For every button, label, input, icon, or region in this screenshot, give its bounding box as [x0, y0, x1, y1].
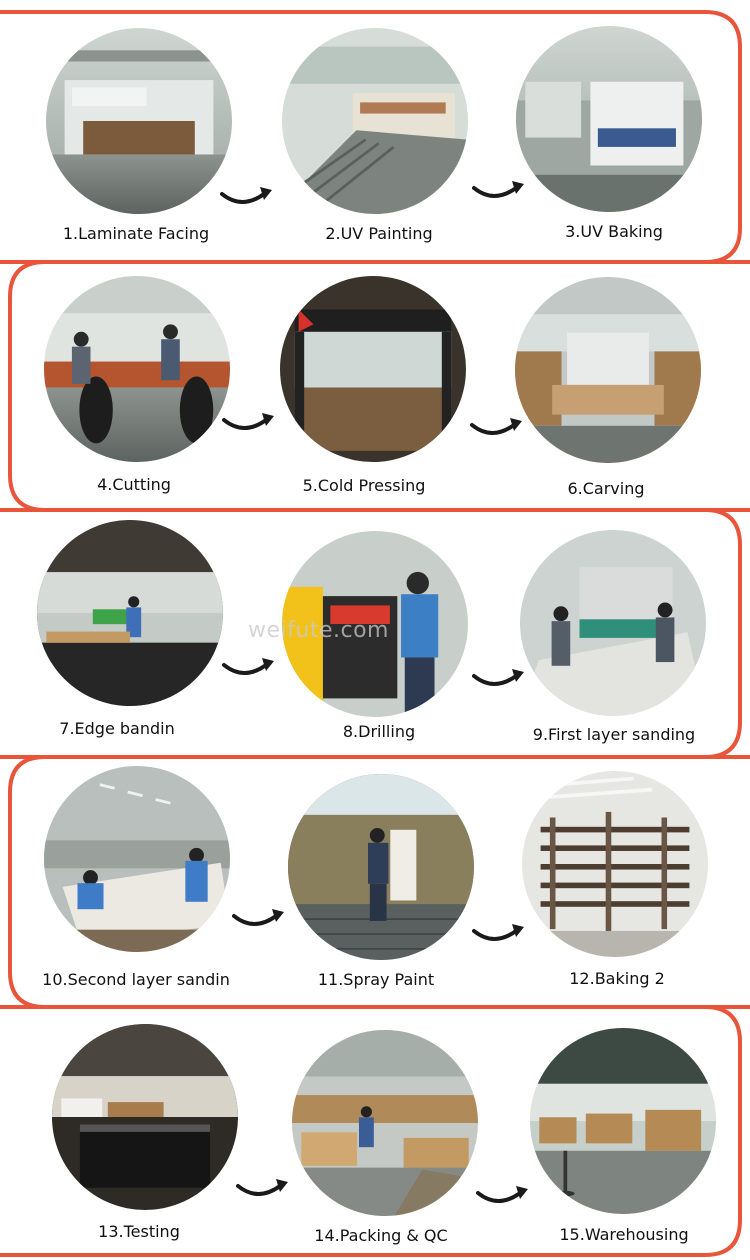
step-label: 15.Warehousing [559, 1225, 689, 1244]
step-label: 4.Cutting [97, 475, 171, 494]
uv-painting-roller-line-photo [282, 28, 468, 214]
curved-arrow-icon [472, 666, 524, 692]
curved-arrow-icon [232, 906, 284, 932]
panel-saw-workers-photo [44, 276, 230, 462]
testing-area-photo [52, 1024, 238, 1210]
step-label: 5.Cold Pressing [302, 476, 426, 495]
laminate-facing-machine-photo [46, 28, 232, 214]
cnc-carving-machine-photo [515, 277, 701, 463]
curved-arrow-icon [222, 655, 274, 681]
step-label: 6.Carving [567, 479, 645, 498]
step-label: 8.Drilling [342, 722, 416, 741]
edge-banding-worker-photo [37, 520, 223, 706]
curved-arrow-icon [222, 410, 274, 436]
packing-workers-photo [292, 1030, 478, 1216]
watermark-text: weifute.com [248, 618, 389, 643]
curved-arrow-icon [236, 1176, 288, 1202]
drying-rack-photo [522, 771, 708, 957]
step-label: 10.Second layer sandin [42, 970, 230, 989]
step-label: 2.UV Painting [325, 224, 433, 243]
uv-baking-oven-photo [516, 26, 702, 212]
step-label: 1.Laminate Facing [62, 224, 210, 243]
curved-arrow-icon [472, 178, 524, 204]
step-label: 14.Packing & QC [314, 1226, 448, 1245]
step-label: 7.Edge bandin [59, 719, 175, 738]
warehouse-stock-photo [530, 1028, 716, 1214]
cold-press-machine-photo [280, 276, 466, 462]
step-label: 3.UV Baking [565, 222, 663, 241]
curved-arrow-icon [476, 1183, 528, 1209]
step-label: 11.Spray Paint [317, 970, 435, 989]
curved-arrow-icon [472, 921, 524, 947]
curved-arrow-icon [470, 415, 522, 441]
hand-sanding-workers-photo [44, 766, 230, 952]
step-label: 13.Testing [98, 1222, 180, 1241]
spray-booth-worker-photo [288, 774, 474, 960]
wide-belt-sander-photo [520, 530, 706, 716]
step-label: 12.Baking 2 [569, 969, 665, 988]
step-label: 9.First layer sanding [532, 725, 696, 744]
curved-arrow-icon [220, 184, 272, 210]
